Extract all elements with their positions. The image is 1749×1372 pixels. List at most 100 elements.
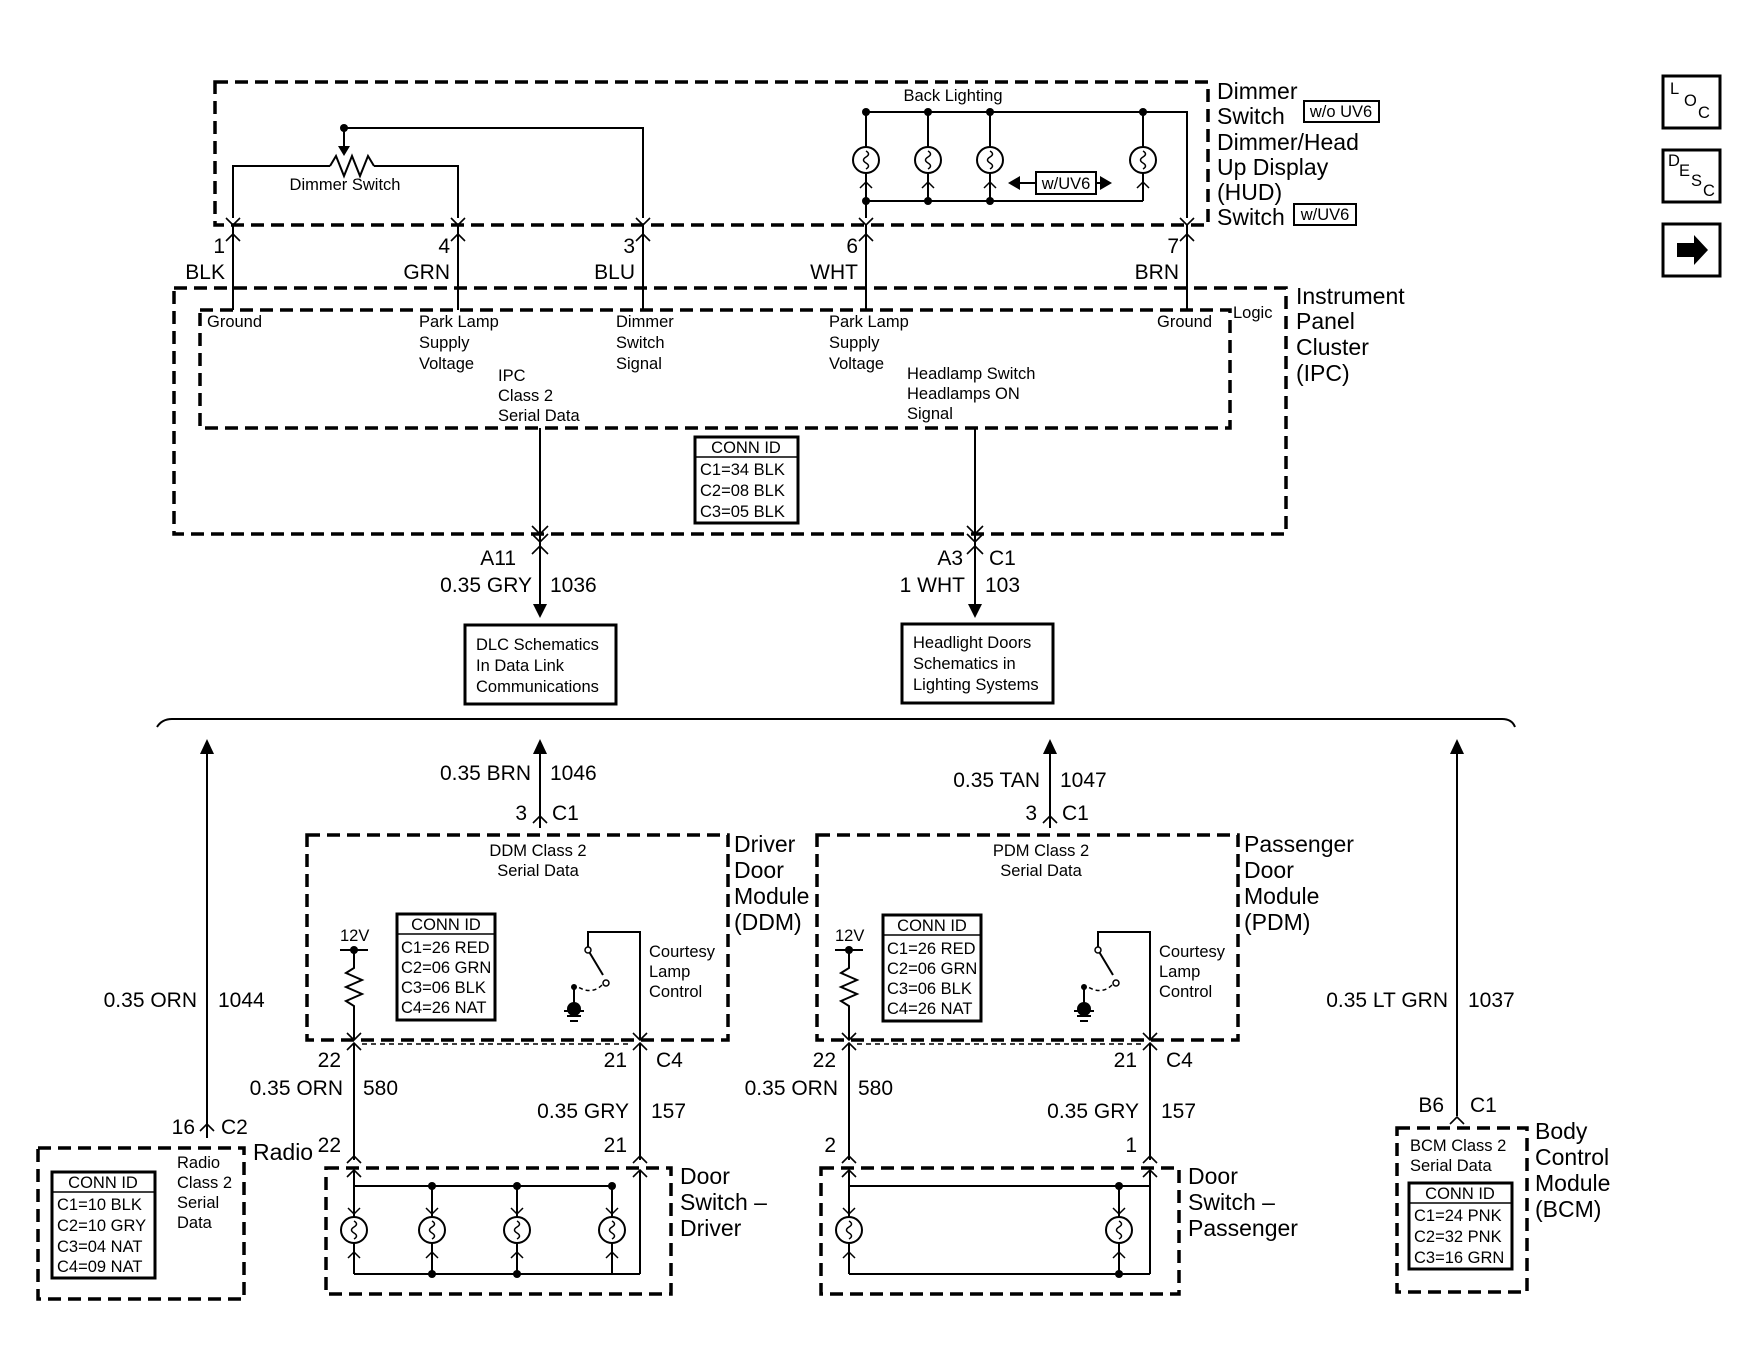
dlc-ref-line-3: Communications	[476, 678, 599, 696]
tag-w-uv6: w/UV6	[1300, 206, 1350, 224]
bcm-title-4: (BCM)	[1535, 1196, 1601, 1222]
pdm-conn-c4: C4=26 NAT	[887, 1000, 972, 1018]
dimmer-title-2: Switch	[1217, 103, 1285, 129]
ipc-out-left-wire: 0.35 GRY	[440, 574, 532, 597]
dimmer-title-4: Up Display	[1217, 154, 1329, 180]
door-switch-driver: 22 21 Door Switch – Driver	[318, 1134, 767, 1296]
bcm-conn-title: CONN ID	[1425, 1185, 1495, 1203]
loc-button[interactable]: L O C	[1661, 74, 1722, 130]
ipc-out-left-pin: A11	[480, 547, 516, 570]
dimmer-switch-label: Dimmer Switch	[290, 176, 401, 194]
radio-module: 0.35 ORN 1044 16 C2 Radio Radio Class 2 …	[36, 739, 313, 1301]
back-lighting-lamp-4	[1129, 112, 1157, 201]
right-arrow-icon	[1677, 235, 1708, 265]
radio-conn: C2	[221, 1116, 248, 1139]
radio-label-4: Data	[177, 1214, 213, 1232]
ipc-pin-wire-color: WHT	[810, 261, 858, 284]
serial-data-bus	[156, 718, 1516, 728]
desc-button[interactable]: D E S C	[1661, 148, 1722, 204]
pdm-pin-right: 21	[1114, 1049, 1137, 1072]
next-button[interactable]	[1661, 222, 1722, 278]
ipc-title-1: Instrument	[1296, 283, 1405, 309]
door-driver-pin-left: 22	[318, 1134, 341, 1157]
pdm-title-4: (PDM)	[1244, 909, 1310, 935]
dimmer-switch-box: w/UV6 Back Lighting Dimmer Switch Dimmer…	[213, 78, 1380, 230]
ddm-serial-1: DDM Class 2	[489, 842, 586, 860]
tag-wo-uv6: w/o UV6	[1309, 103, 1372, 121]
ipc-pin-number: 6	[846, 235, 858, 258]
pdm-circuit-right: 157	[1161, 1100, 1196, 1123]
ipc-out-right-pin: A3	[937, 547, 963, 570]
pdm-pin-up: 3	[1025, 802, 1037, 825]
bcm-conn: C1	[1470, 1094, 1497, 1117]
ddm-conn-up: C1	[552, 802, 579, 825]
radio-conn-c1: C1=10 BLK	[57, 1196, 142, 1214]
door-passenger-title-1: Door	[1188, 1163, 1238, 1189]
ipc-pin-wire-color: BLK	[185, 261, 225, 284]
ipc-pin-label: Park Lamp	[419, 313, 499, 331]
bcm-circuit: 1037	[1468, 989, 1515, 1012]
ddm-wire-right: 0.35 GRY	[537, 1100, 629, 1123]
loc-letter-1: L	[1670, 80, 1679, 98]
dimmer-title-5: (HUD)	[1217, 179, 1282, 205]
headlight-reference-box[interactable]: Headlight Doors Schematics in Lighting S…	[900, 622, 1055, 705]
ipc-conn-c2: C2=08 BLK	[700, 482, 785, 500]
dlc-reference-box[interactable]: DLC Schematics In Data Link Communicatio…	[463, 623, 618, 706]
ipc-out-right-circuit: 103	[985, 574, 1020, 597]
pdm-courtesy-3: Control	[1159, 983, 1212, 1001]
uv6-tag-mid: w/UV6	[1041, 175, 1091, 193]
headlight-ref-line-1: Headlight Doors	[913, 634, 1031, 652]
ipc-pin-label: Switch	[616, 334, 665, 352]
ddm-conn-c4: C4=26 NAT	[401, 999, 486, 1017]
bcm-conn-c3: C3=16 GRN	[1414, 1249, 1504, 1267]
headlight-ref-line-3: Lighting Systems	[913, 676, 1039, 694]
pdm-conn-up: C1	[1062, 802, 1089, 825]
door-driver-lamp-1	[340, 1186, 368, 1274]
ddm-serial-2: Serial Data	[497, 862, 579, 880]
tag-box-w-uv6	[1293, 203, 1357, 226]
ddm-conn-c1: C1=26 RED	[401, 939, 490, 957]
door-passenger-title-3: Passenger	[1188, 1215, 1298, 1241]
pdm-courtesy-2: Lamp	[1159, 963, 1200, 981]
ipc-pin-label: Voltage	[829, 355, 884, 373]
door-passenger-lamp-2	[1105, 1182, 1133, 1278]
pdm-serial-2: Serial Data	[1000, 862, 1082, 880]
loc-letter-3: C	[1698, 104, 1710, 122]
door-driver-title-1: Door	[680, 1163, 730, 1189]
pdm-conn-c1: C1=26 RED	[887, 940, 976, 958]
radio-label-3: Serial	[177, 1194, 219, 1212]
pdm-title-2: Door	[1244, 857, 1294, 883]
pdm-circuit-left: 580	[858, 1077, 893, 1100]
pdm-wire-up: 0.35 TAN	[953, 769, 1040, 792]
headlight-ref-line-2: Schematics in	[913, 655, 1016, 673]
bcm-serial-2: Serial Data	[1410, 1157, 1492, 1175]
dimmer-title-6: Switch	[1217, 204, 1285, 230]
bcm-title-3: Module	[1535, 1170, 1610, 1196]
pdm-conn-right: C4	[1166, 1049, 1193, 1072]
door-passenger-pin-left: 2	[824, 1134, 836, 1157]
dlc-ref-line-2: In Data Link	[476, 657, 565, 675]
bcm-wire: 0.35 LT GRN	[1326, 989, 1448, 1012]
pdm-title-1: Passenger	[1244, 831, 1354, 857]
bcm-serial-1: BCM Class 2	[1410, 1137, 1506, 1155]
bcm-pin: B6	[1418, 1094, 1444, 1117]
ddm-supply: 12V	[340, 927, 369, 945]
pdm-title-3: Module	[1244, 883, 1319, 909]
door-driver-lamp-3	[503, 1182, 531, 1278]
dimmer-title-1: Dimmer	[1217, 78, 1298, 104]
ddm-courtesy-3: Control	[649, 983, 702, 1001]
ipc-logic-label: Logic	[1233, 304, 1272, 322]
ipc-serial-label-3: Serial Data	[498, 407, 580, 425]
ipc-pin-label: Voltage	[419, 355, 474, 373]
bcm-conn-c1: C1=24 PNK	[1414, 1207, 1502, 1225]
desc-letter-4: C	[1703, 182, 1715, 200]
ddm-conn-right: C4	[656, 1049, 683, 1072]
ddm-courtesy-2: Lamp	[649, 963, 690, 981]
driver-door-module: 0.35 BRN 1046 3 C1 DDM Class 2 Serial Da…	[250, 739, 809, 1164]
ddm-title-1: Driver	[734, 831, 796, 857]
pdm-conn-c3: C3=06 BLK	[887, 980, 972, 998]
